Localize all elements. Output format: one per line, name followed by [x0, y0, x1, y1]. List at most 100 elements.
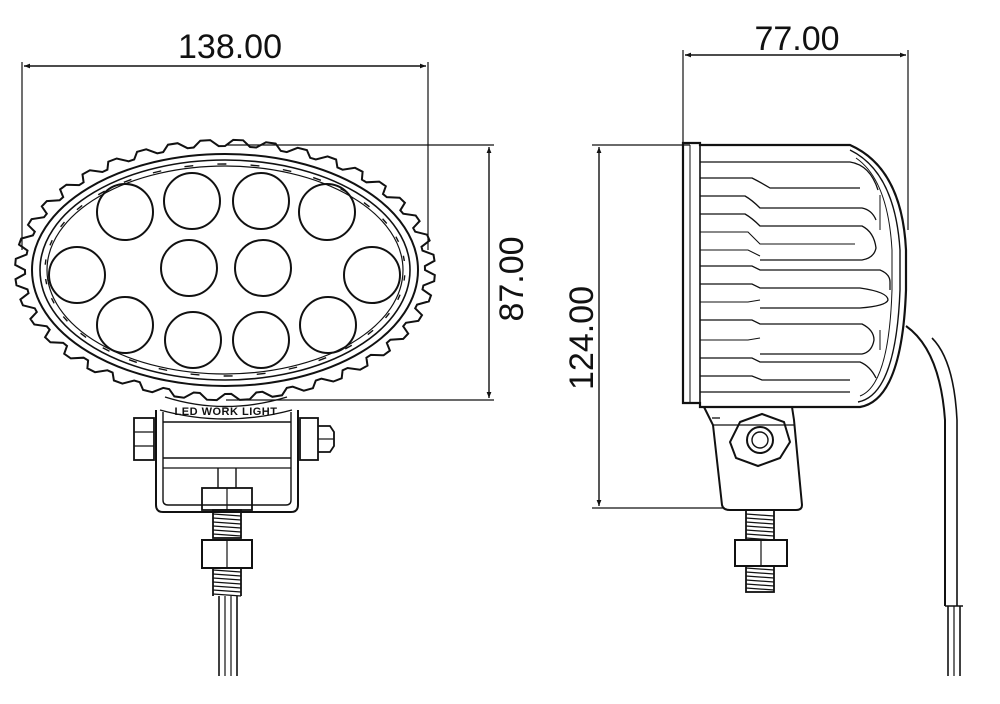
thread-line — [745, 575, 775, 579]
lens-outer-edge — [39, 159, 411, 381]
front-height-label: 87.00 — [493, 236, 531, 321]
side-depth-label: 77.00 — [754, 20, 839, 58]
lens-edge-mark — [397, 294, 401, 301]
front-height-dimension: 87.00 — [226, 144, 531, 401]
led-9 — [96, 296, 154, 354]
lens-edge-mark — [312, 176, 322, 181]
lens-edge-mark — [250, 164, 260, 167]
lens-edge-mark — [76, 204, 83, 211]
thread-line — [212, 517, 242, 521]
lens-edge-mark — [367, 329, 374, 336]
lens-edge-mark — [102, 347, 110, 352]
front-stud-thread — [212, 513, 242, 537]
led-6 — [160, 239, 218, 297]
side-stud — [734, 509, 788, 593]
mounting-bracket — [133, 410, 335, 513]
bracket-label: LED WORK LIGHT — [175, 406, 278, 418]
lens-edge-mark — [256, 372, 266, 376]
lens-edge-mark — [158, 367, 168, 372]
thread-line — [745, 583, 775, 587]
thread-line — [745, 533, 775, 537]
side-mounting-bracket — [703, 406, 804, 511]
led-3 — [232, 172, 290, 230]
thread-line — [745, 587, 775, 591]
side-depth-dimension: 77.00 — [682, 20, 909, 230]
front-width-dimension: 138.00 — [21, 28, 429, 250]
thread-line — [212, 573, 242, 577]
lens-edge-mark — [190, 373, 200, 376]
front-view: 138.00 87.00 — [14, 28, 531, 676]
lens-edge-mark — [50, 297, 55, 304]
lens-edge-marks — [44, 163, 406, 377]
left-bracket-bolt — [133, 417, 155, 461]
lens-edge-mark — [152, 170, 162, 174]
lens-edge-mark — [44, 278, 48, 285]
housing-teeth-outline — [14, 138, 436, 402]
lens-edge-mark — [97, 190, 106, 196]
side-bolt-head — [746, 426, 774, 454]
lens-edge-mark — [184, 164, 194, 168]
thread-line — [745, 525, 775, 529]
lens-edge-mark — [395, 236, 400, 243]
thread-line — [212, 589, 242, 593]
lens-edge-mark — [123, 178, 132, 183]
lens-edge-mark — [382, 218, 388, 224]
lens-edge-mark — [344, 344, 353, 350]
led-1 — [96, 183, 154, 241]
lens-edge-mark — [60, 221, 66, 228]
lens-edge-mark — [128, 359, 138, 364]
side-height-dimension: 124.00 — [563, 144, 724, 509]
lens-edge-mark — [318, 357, 327, 362]
lens-edge-mark — [403, 275, 406, 281]
side-cable — [905, 325, 963, 676]
led-7 — [234, 239, 292, 297]
thread-line — [745, 579, 775, 583]
led-8 — [343, 246, 401, 304]
bracket-label-strip: LED WORK LIGHT — [159, 396, 293, 420]
thread-line — [212, 513, 242, 517]
side-bolt-hex — [728, 412, 792, 468]
lens-edge-mark — [384, 312, 390, 319]
led-5 — [48, 246, 106, 304]
thread-line — [212, 529, 242, 533]
lens-edge-mark — [49, 239, 53, 246]
side-height-label: 124.00 — [563, 286, 601, 390]
thread-line — [212, 525, 242, 529]
led-4 — [298, 183, 356, 241]
right-bracket-nut — [299, 417, 319, 461]
led-10 — [164, 311, 222, 369]
lens-edge-mark — [363, 202, 370, 208]
thread-line — [212, 533, 242, 537]
thread-line — [745, 521, 775, 525]
led-12 — [299, 296, 357, 354]
thread-line — [212, 581, 242, 585]
led-11 — [232, 311, 290, 369]
thread-line — [745, 567, 775, 571]
lens-inner-edge — [46, 165, 404, 375]
lens-edge-mark — [402, 255, 406, 262]
led-2 — [163, 172, 221, 230]
led-array — [48, 172, 401, 369]
lens-edge-mark — [288, 366, 298, 370]
side-view: 77.00 124.00 — [563, 20, 963, 676]
thread-line — [212, 569, 242, 573]
lens-edge-mark — [282, 168, 292, 173]
side-stud-thread — [745, 513, 775, 541]
housing-outer-rim — [31, 153, 419, 387]
thread-line — [212, 521, 242, 525]
lens-edge-mark — [44, 259, 47, 265]
thread-line — [212, 593, 242, 597]
lens-edge-mark — [62, 316, 68, 322]
side-cooling-fins — [700, 161, 891, 393]
thread-line — [745, 571, 775, 575]
lens-edge-mark — [80, 332, 87, 338]
thread-line — [745, 513, 775, 517]
thread-line — [212, 585, 242, 589]
front-width-label: 138.00 — [178, 28, 282, 66]
mounting-stud — [201, 487, 253, 676]
side-housing — [681, 141, 908, 409]
thread-line — [745, 529, 775, 533]
thread-line — [212, 577, 242, 581]
thread-line — [745, 517, 775, 521]
